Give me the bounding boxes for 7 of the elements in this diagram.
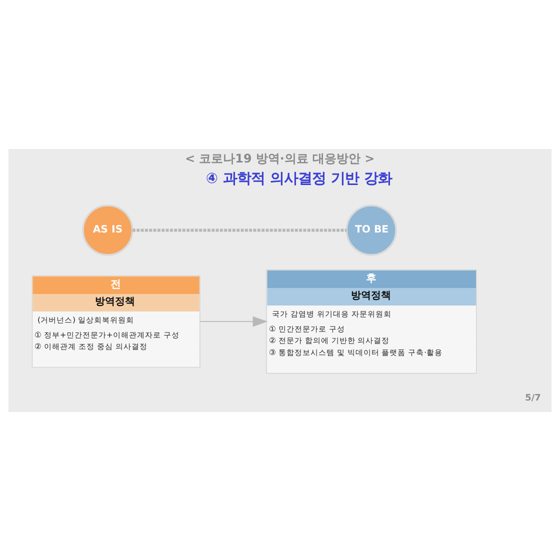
arrow xyxy=(200,316,268,326)
diagram-title: < 코로나19 방역·의료 대응방안 > xyxy=(185,151,375,166)
node-circle: TO BE xyxy=(346,204,397,256)
node-circle: AS IS xyxy=(82,204,134,256)
label: 5/7 xyxy=(525,392,541,403)
label: ④ 과학적 의사결정 기반 강화 xyxy=(206,170,392,187)
connector xyxy=(132,228,347,232)
